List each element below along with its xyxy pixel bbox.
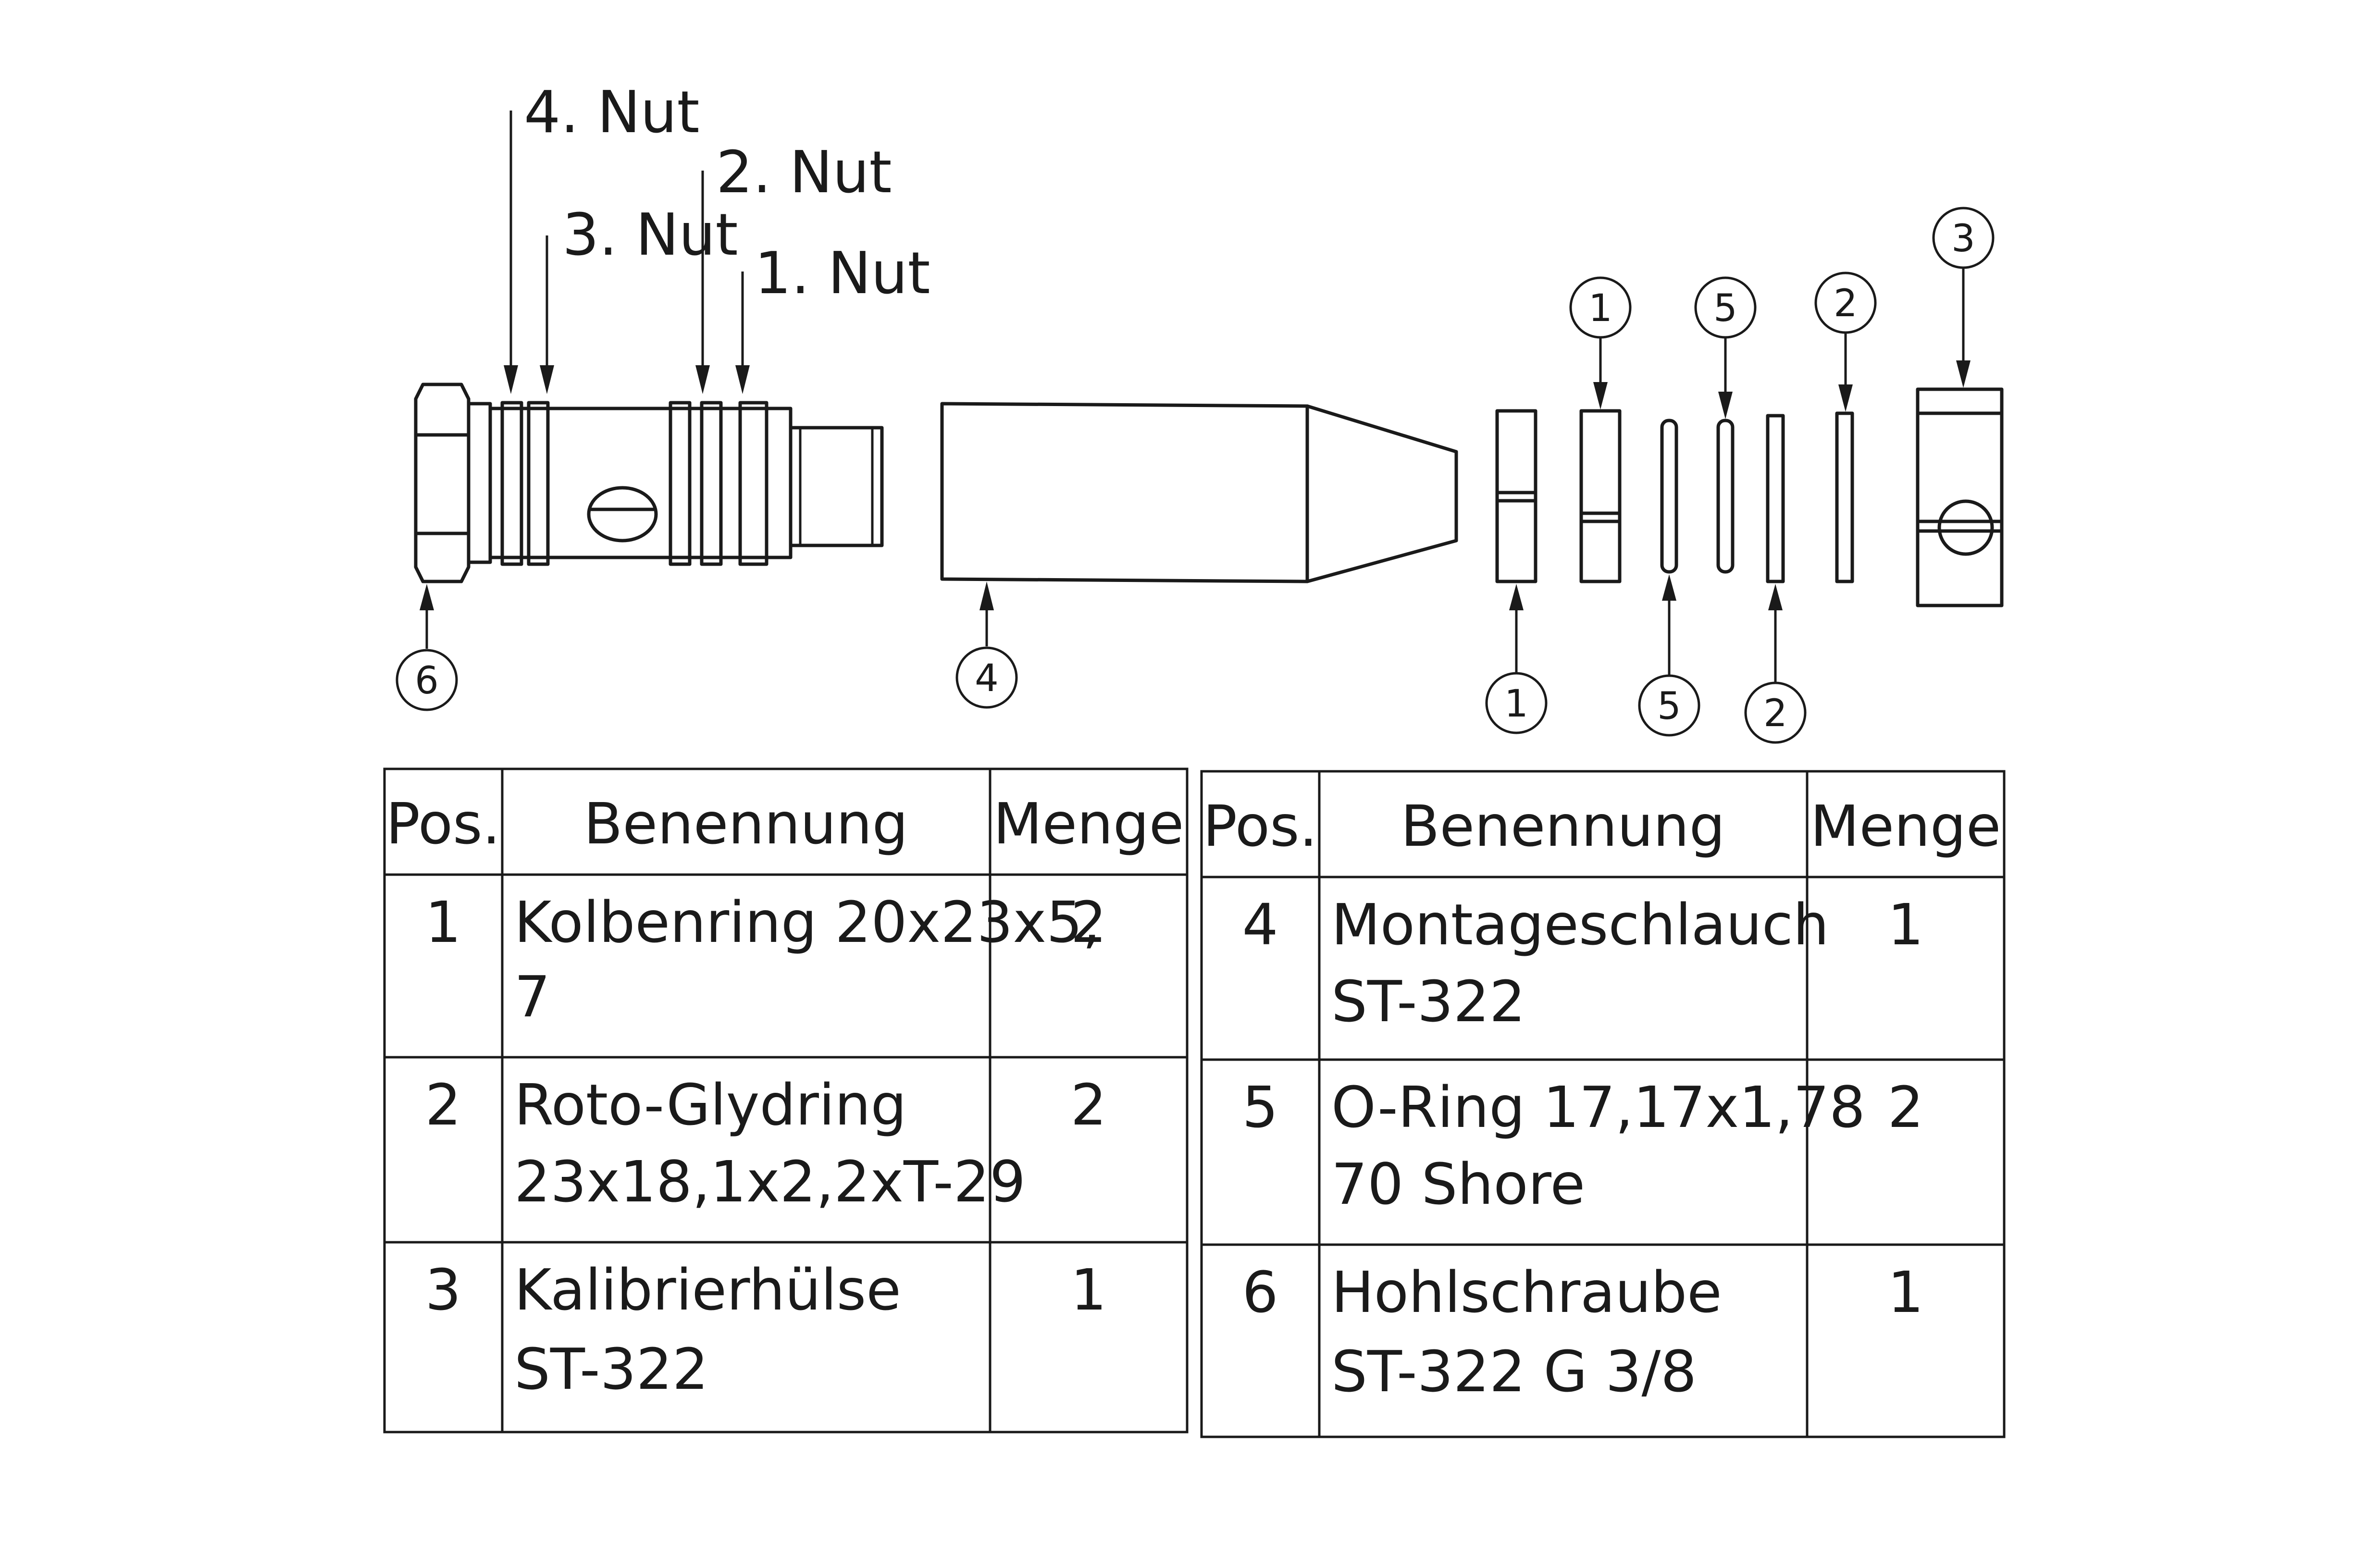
left-row3-name-line1: Kalibrierhülse bbox=[514, 1257, 901, 1323]
left-header-qty: Menge bbox=[993, 791, 1184, 857]
right-row1-qty: 1 bbox=[1887, 891, 1923, 958]
left-row1-name-line1: Kolbenring 20x23x5, bbox=[514, 889, 1101, 955]
part-piston-ring-a bbox=[1495, 409, 1537, 583]
balloon-1-top: 1 bbox=[1588, 287, 1612, 330]
part-hollow-screw bbox=[414, 383, 884, 583]
part-o-ring-a bbox=[1660, 419, 1678, 574]
left-row3-name-line2: ST-322 bbox=[514, 1336, 708, 1402]
right-row2-pos: 5 bbox=[1242, 1074, 1278, 1140]
left-header-pos: Pos. bbox=[386, 791, 500, 857]
balloon-2-bottom: 2 bbox=[1763, 692, 1787, 735]
balloon-6: 6 bbox=[415, 659, 439, 703]
parts-table-right: Pos. Benennung Menge 4 Montageschlauch S… bbox=[1200, 770, 2006, 1438]
right-row1-name-line1: Montageschlauch bbox=[1331, 891, 1829, 958]
right-row3-qty: 1 bbox=[1887, 1259, 1923, 1325]
left-row2-name-line2: 23x18,1x2,2xT-29 bbox=[514, 1149, 1026, 1215]
right-row3-name-line2: ST-322 G 3/8 bbox=[1331, 1338, 1697, 1405]
part-o-ring-b bbox=[1716, 419, 1735, 574]
label-nut-2: 2. Nut bbox=[716, 139, 892, 206]
part-piston-ring-b bbox=[1579, 409, 1622, 583]
label-nut-1: 1. Nut bbox=[755, 240, 930, 307]
right-row3-pos: 6 bbox=[1242, 1259, 1278, 1325]
right-row2-name-line1: O-Ring 17,17x1,78 bbox=[1331, 1074, 1865, 1140]
part-calibration-sleeve bbox=[1916, 387, 2004, 607]
balloon-4: 4 bbox=[975, 657, 999, 700]
left-row3-pos: 3 bbox=[425, 1257, 461, 1323]
balloon-3-top: 3 bbox=[1951, 217, 1975, 260]
left-header-name: Benennung bbox=[584, 791, 908, 857]
balloon-5-top: 5 bbox=[1713, 287, 1737, 330]
left-row1-name-line2: 7 bbox=[514, 964, 550, 1030]
left-row2-qty: 2 bbox=[1070, 1072, 1106, 1138]
part-mounting-sleeve bbox=[940, 402, 1458, 583]
position-balloons: 6 4 1 5 2 1 5 2 bbox=[396, 207, 1995, 744]
part-roto-glydring-a bbox=[1766, 414, 1785, 583]
right-header-qty: Menge bbox=[1810, 793, 2001, 859]
right-row2-name-line2: 70 Shore bbox=[1331, 1151, 1585, 1217]
balloon-1-bottom: 1 bbox=[1504, 682, 1528, 726]
label-nut-4: 4. Nut bbox=[524, 79, 700, 146]
left-row1-qty: 2 bbox=[1070, 889, 1106, 955]
right-row1-name-line2: ST-322 bbox=[1331, 968, 1525, 1035]
left-row3-qty: 1 bbox=[1070, 1257, 1106, 1323]
part-roto-glydring-b bbox=[1835, 411, 1854, 583]
right-row2-qty: 2 bbox=[1887, 1074, 1923, 1140]
balloon-5-bottom: 5 bbox=[1657, 685, 1681, 728]
right-header-name: Benennung bbox=[1401, 793, 1725, 859]
right-header-pos: Pos. bbox=[1203, 793, 1317, 859]
right-row3-name-line1: Hohlschraube bbox=[1331, 1259, 1722, 1325]
parts-table-left: Pos. Benennung Menge 1 Kolbenring 20x23x… bbox=[383, 767, 1189, 1434]
balloon-2-top: 2 bbox=[1834, 282, 1858, 325]
left-row2-pos: 2 bbox=[425, 1072, 461, 1138]
right-row1-pos: 4 bbox=[1242, 891, 1278, 958]
left-row2-name-line1: Roto-Glydring bbox=[514, 1072, 906, 1138]
label-nut-3: 3. Nut bbox=[562, 202, 738, 269]
left-row1-pos: 1 bbox=[425, 889, 461, 955]
groove-callouts: 4. Nut 3. Nut 2. Nut 1. Nut bbox=[504, 79, 930, 394]
